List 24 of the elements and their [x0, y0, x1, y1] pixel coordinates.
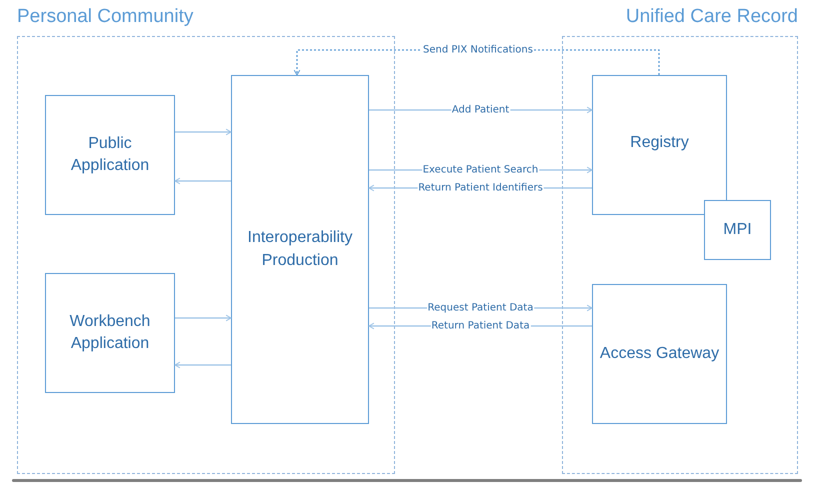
box-label: Workbench Application	[68, 312, 152, 354]
process-box	[45, 95, 175, 215]
arrow	[174, 362, 231, 368]
edge-label: Return Patient Identifiers	[417, 182, 544, 194]
box-label: Interoperability Production	[246, 228, 354, 270]
group-title: Personal Community	[17, 6, 194, 28]
edge-label: Request Patient Data	[426, 302, 534, 314]
edge-label: Execute Patient Search	[422, 164, 540, 176]
edge-label: Send PIX Notifications	[422, 44, 534, 56]
box-label: Public Application	[70, 134, 150, 176]
arrow	[175, 128, 232, 136]
box-label: MPI	[723, 220, 752, 240]
arrow	[175, 314, 232, 322]
process-box	[45, 273, 175, 393]
process-box	[592, 75, 727, 215]
group-title: Unified Care Record	[626, 6, 798, 28]
process-box	[704, 200, 771, 260]
arrow	[174, 178, 231, 184]
edge-label: Return Patient Data	[430, 320, 531, 332]
process-box	[592, 284, 727, 424]
process-box	[231, 75, 369, 424]
box-label: Access Gateway	[600, 344, 720, 364]
edge-label: Add Patient	[450, 104, 510, 116]
box-label: Registry	[630, 133, 689, 153]
